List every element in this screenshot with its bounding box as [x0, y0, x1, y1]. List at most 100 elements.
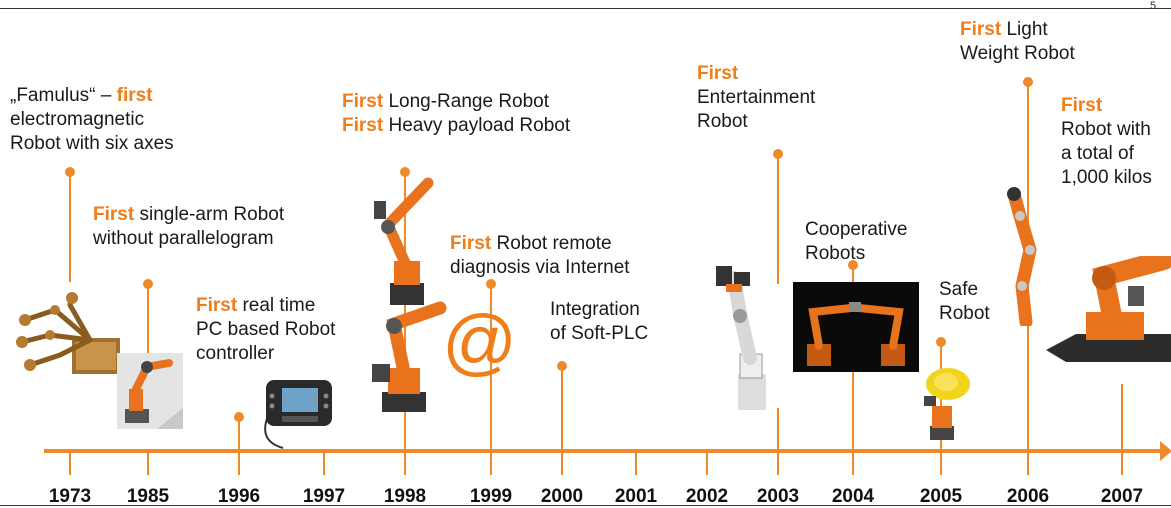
milestone-line: Light [1001, 19, 1048, 40]
tick-1973 [69, 453, 71, 475]
milestone-1973-text: „Famulus“ – first electromagnetic Robot … [10, 84, 174, 156]
milestone-line: Cooperative [805, 219, 908, 240]
tick-2001 [635, 453, 637, 475]
milestone-2004-text: Cooperative Robots [805, 218, 907, 266]
milestone-line: Robot with six axes [10, 133, 174, 154]
pin-1999 [490, 284, 492, 452]
year-label: 1985 [126, 486, 170, 507]
milestone-line: single-arm Robot [134, 204, 285, 225]
pin-2003-upper [777, 154, 779, 284]
year-label: 2003 [756, 486, 800, 507]
milestone-line: Robot [939, 303, 990, 324]
pin-dot-2003 [773, 149, 783, 159]
pin-dot-2004 [848, 260, 858, 270]
milestone-line: Robot with [1061, 119, 1151, 140]
famulus-robot-image [16, 292, 120, 374]
milestone-line: Weight Robot [960, 43, 1075, 64]
first-highlight: First [1061, 95, 1103, 116]
bottom-rule [0, 505, 1171, 506]
first-highlight: First [450, 233, 492, 254]
pin-dot-1998 [400, 167, 410, 177]
tick-2003 [777, 453, 779, 475]
tick-1985 [147, 453, 149, 475]
tick-2004 [852, 453, 854, 475]
pin-2003-lower [777, 408, 779, 452]
milestone-line: Heavy payload Robot [383, 115, 571, 136]
tick-2002 [706, 453, 708, 475]
year-label: 2007 [1100, 486, 1144, 507]
year-label: 2006 [1006, 486, 1050, 507]
milestone-1996-text: First real time PC based Robot controlle… [196, 294, 335, 366]
milestone-line: of Soft-PLC [550, 323, 649, 344]
pc-controller-pendant-image [264, 380, 332, 449]
first-highlight: first [116, 85, 153, 106]
first-highlight: First [342, 115, 384, 136]
milestone-line: Safe [939, 279, 979, 300]
first-highlight: First [960, 19, 1002, 40]
pin-2004-lower [852, 372, 854, 452]
internet-at-icon: @ [442, 300, 518, 383]
heavy-payload-robot-image [372, 301, 447, 412]
tick-1996 [238, 453, 240, 475]
pin-dot-2006 [1023, 77, 1033, 87]
tick-2005 [940, 453, 942, 475]
year-label: 1997 [302, 486, 346, 507]
year-label: 1999 [469, 486, 513, 507]
pin-dot-1996 [234, 412, 244, 422]
milestone-line: real time [237, 295, 316, 316]
pin-1973 [69, 172, 71, 282]
pin-dot-1999 [486, 279, 496, 289]
pin-1996 [238, 417, 240, 452]
milestone-prefix: „Famulus“ – [10, 85, 117, 106]
pin-1998 [404, 172, 406, 452]
tick-2007 [1121, 453, 1123, 475]
safe-robot-image [924, 368, 970, 440]
heavy-1000kg-robot-image [1046, 256, 1171, 362]
year-label: 2004 [831, 486, 875, 507]
pin-dot-2005 [936, 337, 946, 347]
milestone-line: Integration [550, 299, 640, 320]
corner-page-number: 5 [1150, 0, 1157, 12]
milestone-1998-text: First Long-Range Robot First Heavy paylo… [342, 90, 570, 138]
milestone-2005-text: Safe Robot [939, 278, 990, 326]
milestone-line: Robots [805, 243, 866, 264]
milestone-line: Long-Range Robot [383, 91, 550, 112]
tick-1999 [490, 453, 492, 475]
milestone-line: Entertainment [697, 87, 816, 108]
pin-dot-2000 [557, 361, 567, 371]
timeline-arrowhead [1160, 441, 1171, 461]
first-highlight: First [93, 204, 135, 225]
year-label: 2002 [685, 486, 729, 507]
pin-2007 [1121, 384, 1123, 452]
light-weight-robot-image [1007, 187, 1037, 326]
first-highlight: First [342, 91, 384, 112]
entertainment-robot-image [716, 266, 766, 410]
year-label: 1998 [383, 486, 427, 507]
milestone-line: controller [196, 343, 275, 364]
year-label: 2005 [919, 486, 963, 507]
milestone-line: PC based Robot [196, 319, 336, 340]
milestone-2007-text: First Robot with a total of 1,000 kilos [1061, 94, 1152, 190]
milestone-line: Robot [697, 111, 748, 132]
first-highlight: First [196, 295, 238, 316]
year-label: 1973 [48, 486, 92, 507]
milestone-2006-text: First Light Weight Robot [960, 18, 1075, 66]
milestone-line: electromagnetic [10, 109, 145, 130]
tick-2006 [1027, 453, 1029, 475]
milestone-line: diagnosis via Internet [450, 257, 630, 278]
milestone-line: 1,000 kilos [1061, 167, 1152, 188]
first-highlight: First [697, 63, 739, 84]
tick-1998 [404, 453, 406, 475]
cooperative-robots-image [793, 282, 919, 372]
pin-1985 [147, 284, 149, 354]
year-label: 2000 [540, 486, 584, 507]
long-range-robot-image [374, 177, 434, 305]
pin-dot-1973 [65, 167, 75, 177]
pin-2000 [561, 366, 563, 452]
year-label: 2001 [614, 486, 658, 507]
pin-dot-1985 [143, 279, 153, 289]
milestone-2003-text: First Entertainment Robot [697, 62, 815, 134]
timeline-axis [44, 449, 1161, 453]
tick-1997 [323, 453, 325, 475]
milestone-line: a total of [1061, 143, 1134, 164]
